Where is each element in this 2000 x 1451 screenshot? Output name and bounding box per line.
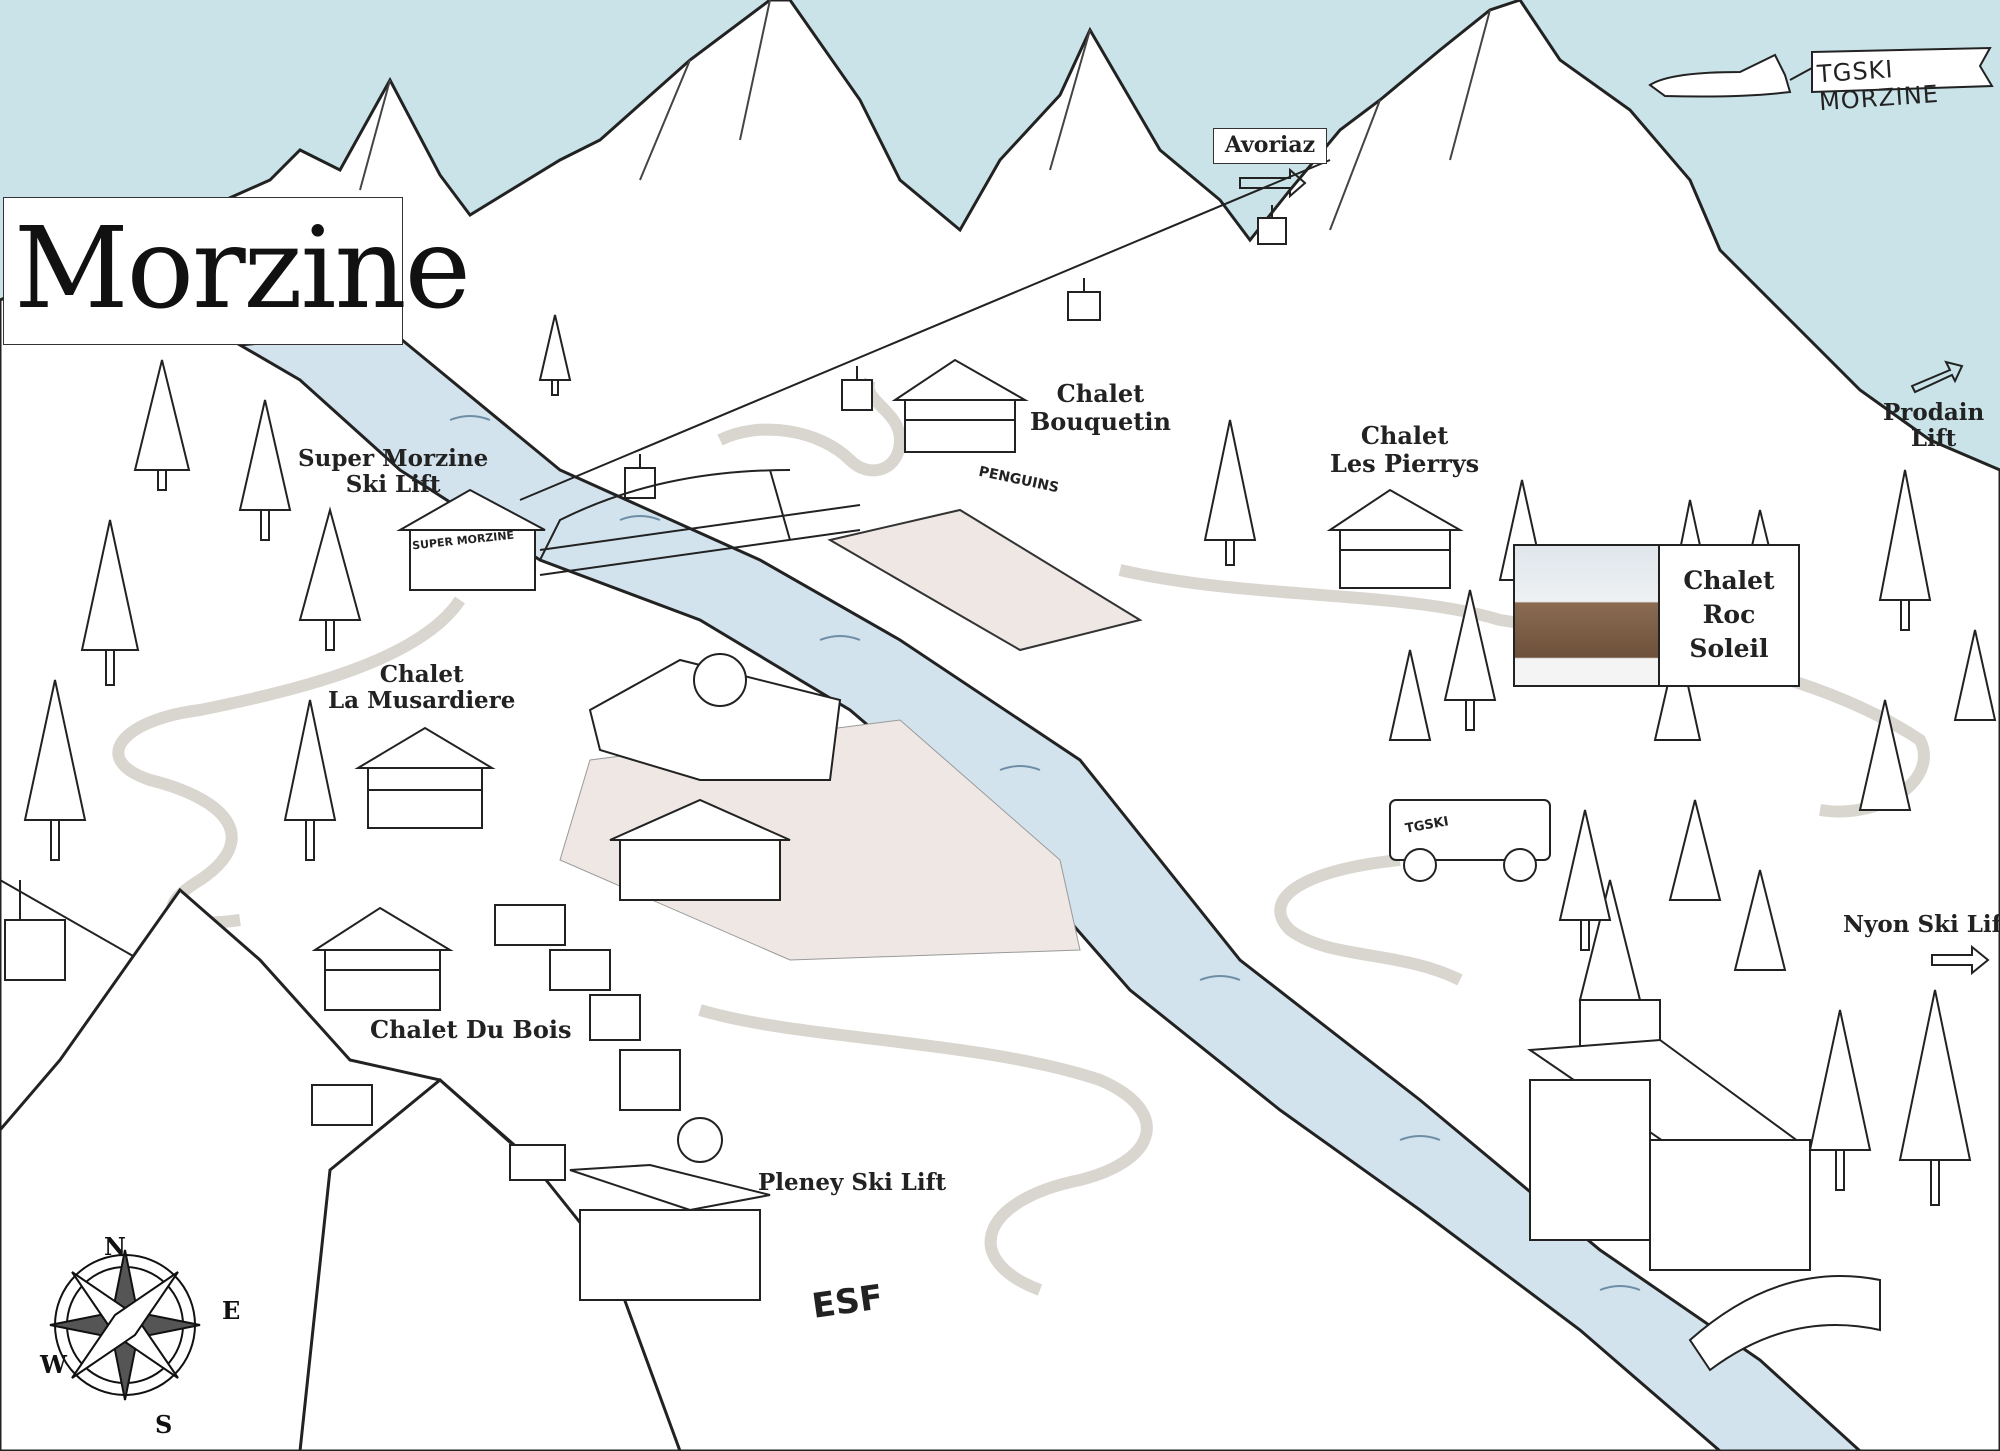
avoriaz-label[interactable]: Avoriaz: [1213, 128, 1327, 164]
chalet-la-musardiere-drawing: [354, 726, 496, 829]
tree-group: [23, 314, 1997, 1206]
stone-bridge: [1688, 1275, 1881, 1372]
mountain-shading: [359, 0, 1491, 231]
gondola-3: [841, 366, 873, 411]
church: [1527, 879, 1813, 1271]
chalet-roc-soleil-box[interactable]: Chalet Roc Soleil: [1513, 544, 1800, 687]
chalet-du-bois-drawing: [311, 906, 454, 1011]
chalet-bouquetin-label-line2: Bouquetin: [1030, 406, 1171, 436]
ski-lift-chair-2: [311, 1084, 373, 1126]
train: [494, 904, 723, 1163]
penguin-rink: [827, 508, 1143, 652]
pleney-ski-lift-label[interactable]: Pleney Ski Lift: [758, 1169, 947, 1196]
path-east-lower: [1274, 854, 1463, 986]
chalet-roc-soleil-photo: [1515, 546, 1660, 685]
chalet-du-bois-label[interactable]: Chalet Du Bois: [370, 1015, 572, 1044]
chalet-la-musardiere-label-line1: Chalet: [379, 661, 464, 688]
path-south: [698, 1004, 1153, 1296]
river-ripples: [449, 415, 1641, 1291]
prodain-lift-label[interactable]: Prodain Lift: [1883, 399, 1985, 453]
nyon-ski-lift-label[interactable]: Nyon Ski Lift: [1843, 911, 2000, 938]
ski-lift-chair-3: [509, 1144, 566, 1181]
carousel: [609, 798, 791, 901]
jeep: [1389, 799, 1551, 882]
chalet-roc-soleil-label-line1: Chalet: [1683, 566, 1775, 595]
map-title-box: Morzine: [3, 197, 471, 345]
super-morzine-label[interactable]: Super Morzine Ski Lift: [298, 445, 489, 499]
compass-rose: [49, 1249, 201, 1401]
map-title: Morzine: [14, 204, 471, 334]
chalet-les-pierrys-drawing: [1326, 488, 1464, 589]
prodain-lift-label-line1: Prodain: [1883, 399, 1985, 426]
super-morzine-label-line1: Super Morzine: [298, 445, 489, 472]
compass-south: S: [155, 1410, 173, 1439]
chalet-roc-soleil-label-line2: Roc: [1702, 600, 1756, 629]
chalet-la-musardiere-label[interactable]: Chalet La Musardiere: [328, 661, 516, 715]
super-morzine-label-line2: Ski Lift: [345, 471, 441, 499]
prodain-lift-label-line2: Lift: [1910, 425, 1957, 453]
plane: [1648, 46, 1994, 98]
chalet-les-pierrys-label[interactable]: Chalet Les Pierrys: [1330, 422, 1479, 477]
chalet-roc-soleil-label: Chalet Roc Soleil: [1660, 564, 1798, 666]
nyon-arrow: [1931, 944, 1990, 976]
chalet-bouquetin-label-line1: Chalet: [1056, 379, 1145, 408]
path-north: [717, 377, 907, 477]
prodain-arrow: [1910, 360, 1964, 394]
chalet-les-pierrys-label-line1: Chalet: [1360, 421, 1449, 450]
chalet-roc-soleil-label-line3: Soleil: [1689, 634, 1769, 663]
chalet-bouquetin-drawing: [891, 358, 1029, 453]
avoriaz-arrow: [1239, 167, 1307, 199]
compass-east: E: [222, 1296, 241, 1325]
chalet-bouquetin-label[interactable]: Chalet Bouquetin: [1030, 380, 1171, 435]
compass-north: N: [104, 1232, 126, 1261]
gondola-1: [1257, 205, 1287, 245]
info-building: [588, 653, 842, 781]
suspension-bridge: [539, 469, 861, 576]
cable-line-avoriaz: [519, 159, 1331, 501]
gondola-2: [1067, 278, 1101, 321]
compass-west: W: [40, 1350, 67, 1379]
super-morzine-station-drawing: [396, 488, 546, 591]
pleney-station: [569, 1163, 771, 1301]
ski-lift-chair-left: [4, 880, 66, 981]
chalet-la-musardiere-label-line2: La Musardiere: [328, 687, 516, 715]
chalet-les-pierrys-label-line2: Les Pierrys: [1330, 448, 1480, 478]
